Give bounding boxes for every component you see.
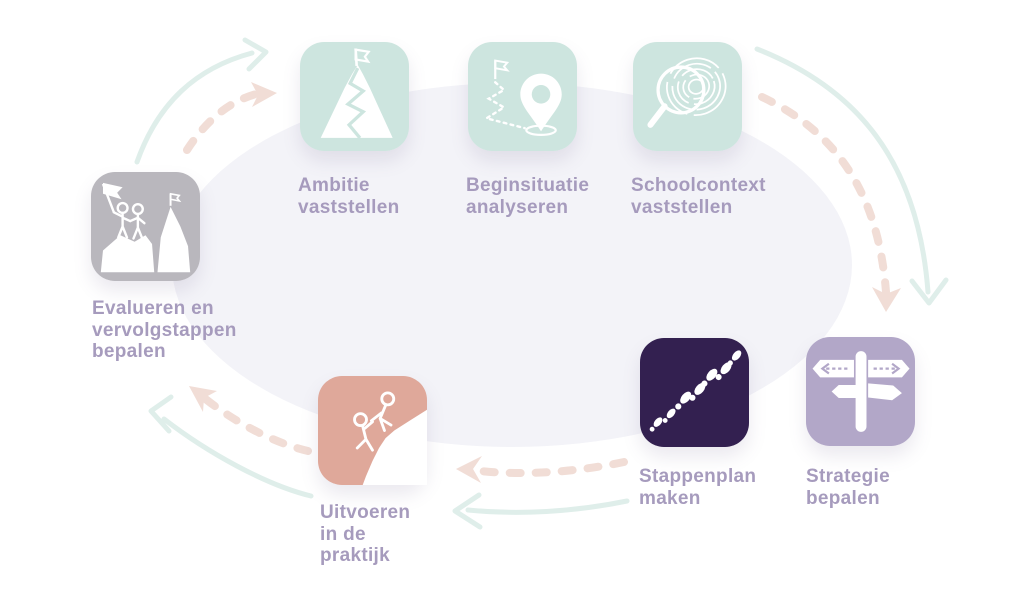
step-label-schoolcontext: Schoolcontext vaststellen xyxy=(631,175,766,218)
signpost-icon xyxy=(806,337,915,446)
mountain-flag-icon xyxy=(300,42,409,151)
label-line: vaststellen xyxy=(631,196,733,218)
label-line: analyseren xyxy=(466,196,569,218)
arrowhead-stappenplan-to-uitvoeren-salmon xyxy=(456,456,482,483)
magnifier-fingerprint-icon xyxy=(633,42,742,151)
arrowhead-evalueren-to-ambitie-salmon xyxy=(251,82,277,107)
label-line: vaststellen xyxy=(298,196,400,218)
label-line: Stappenplan xyxy=(639,466,757,487)
step-label-beginsituatie: Beginsituatie analyseren xyxy=(466,175,589,218)
label-line: Schoolcontext xyxy=(631,175,766,196)
label-line: maken xyxy=(639,487,701,509)
label-line: Beginsituatie xyxy=(466,175,590,196)
label-line: Strategie xyxy=(806,466,891,487)
step-tile-beginsituatie xyxy=(468,42,577,151)
step-tile-ambitie xyxy=(300,42,409,151)
arrow-schoolcontext-to-strategie-mint xyxy=(754,46,931,295)
step-tile-strategie xyxy=(806,337,915,446)
label-line: praktijk xyxy=(320,545,390,566)
label-line: Uitvoeren xyxy=(320,502,411,523)
step-label-evalueren: Evalueren en vervolgstappen bepalen xyxy=(92,298,237,363)
arrow-evalueren-to-ambitie-salmon-dashed xyxy=(183,90,260,154)
label-line: bepalen xyxy=(92,341,166,362)
arrow-stappenplan-to-uitvoeren-mint xyxy=(465,498,630,515)
arrowhead-schoolcontext-to-strategie-salmon xyxy=(872,287,901,312)
arrow-stappenplan-to-uitvoeren-salmon-dashed xyxy=(468,458,628,478)
step-tile-stappenplan xyxy=(640,338,749,447)
step-label-stappenplan: Stappenplan maken xyxy=(639,466,756,509)
step-label-ambitie: Ambitie vaststellen xyxy=(298,175,400,218)
arrowhead-stappenplan-to-uitvoeren-mint xyxy=(452,492,483,530)
label-line: Evalueren en xyxy=(92,298,214,319)
label-line: vervolgstappen xyxy=(92,319,237,341)
step-label-strategie: Strategie bepalen xyxy=(806,466,890,509)
label-line: bepalen xyxy=(806,487,880,509)
route-to-pin-icon xyxy=(468,42,577,151)
arrowhead-evalueren-to-ambitie-mint xyxy=(242,37,269,72)
label-line: Ambitie xyxy=(298,175,370,196)
arrowhead-uitvoeren-to-evalueren-salmon xyxy=(189,386,217,412)
step-tile-uitvoeren xyxy=(318,376,427,485)
label-line: in de xyxy=(320,523,366,545)
arrow-schoolcontext-to-strategie-salmon-dashed xyxy=(758,93,890,296)
step-tile-schoolcontext xyxy=(633,42,742,151)
step-tile-evalueren xyxy=(91,172,200,281)
footsteps-icon xyxy=(640,338,749,447)
helping-climber-icon xyxy=(318,376,427,485)
arrowhead-schoolcontext-to-strategie-mint xyxy=(909,277,949,306)
step-label-uitvoeren: Uitvoeren in de praktijk xyxy=(320,502,410,567)
arrow-uitvoeren-to-evalueren-salmon-dashed xyxy=(199,393,312,455)
arrow-evalueren-to-ambitie-mint xyxy=(134,50,255,165)
summit-team-icon xyxy=(91,172,200,281)
arrow-uitvoeren-to-evalueren-mint xyxy=(161,416,314,499)
arrowhead-uitvoeren-to-evalueren-mint xyxy=(148,394,174,434)
